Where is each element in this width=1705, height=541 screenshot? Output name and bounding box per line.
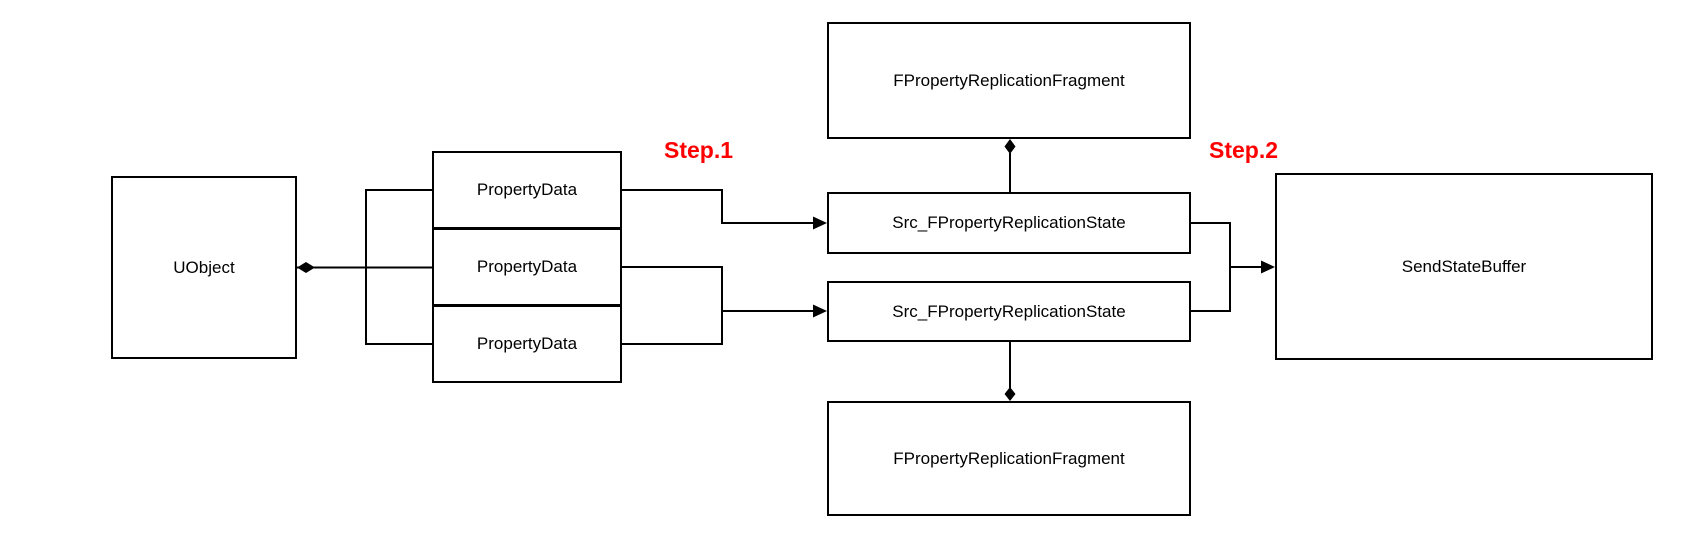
node-src-state-2-label: Src_FPropertyReplicationState xyxy=(892,301,1126,321)
arrowhead-into-sendstatebuffer xyxy=(1261,260,1275,274)
composition-diamond-fragment-bottom xyxy=(1004,387,1016,401)
node-fragment-bottom-label: FPropertyReplicationFragment xyxy=(893,448,1125,468)
node-propertydata-2-label: PropertyData xyxy=(476,257,578,276)
propertydata-bracket xyxy=(365,189,432,345)
arrowhead-into-src2 xyxy=(813,304,827,318)
node-src-state-1-label: Src_FPropertyReplicationState xyxy=(892,213,1126,232)
node-fragment-top: FPropertyReplicationFragment xyxy=(827,22,1191,139)
composition-diamond-uobject xyxy=(297,262,315,273)
step1-annotation: Step.1 xyxy=(664,137,734,163)
arrowhead-into-src1 xyxy=(813,216,827,230)
src-states-merge-link xyxy=(1191,222,1231,312)
node-sendstatebuffer-label: SendStateBuffer xyxy=(1401,256,1527,276)
propertydata2-3-merge-link xyxy=(622,266,723,345)
node-uobject: UObject xyxy=(111,176,297,359)
propertydata1-to-src1-link xyxy=(622,189,814,224)
node-fragment-bottom: FPropertyReplicationFragment xyxy=(827,401,1191,516)
node-propertydata-3-label: PropertyData xyxy=(476,334,578,353)
node-fragment-top-label: FPropertyReplicationFragment xyxy=(893,70,1125,90)
node-propertydata-1: PropertyData xyxy=(432,151,622,229)
node-uobject-label: UObject xyxy=(173,257,235,277)
composition-diamond-fragment-top xyxy=(1004,139,1016,154)
node-src-state-2: Src_FPropertyReplicationState xyxy=(827,281,1191,342)
node-sendstatebuffer: SendStateBuffer xyxy=(1275,173,1653,360)
node-propertydata-2: PropertyData xyxy=(432,228,622,306)
node-propertydata-3: PropertyData xyxy=(432,305,622,383)
node-src-state-1: Src_FPropertyReplicationState xyxy=(827,192,1191,254)
step2-annotation: Step.2 xyxy=(1209,137,1279,163)
node-propertydata-1-label: PropertyData xyxy=(476,180,578,199)
